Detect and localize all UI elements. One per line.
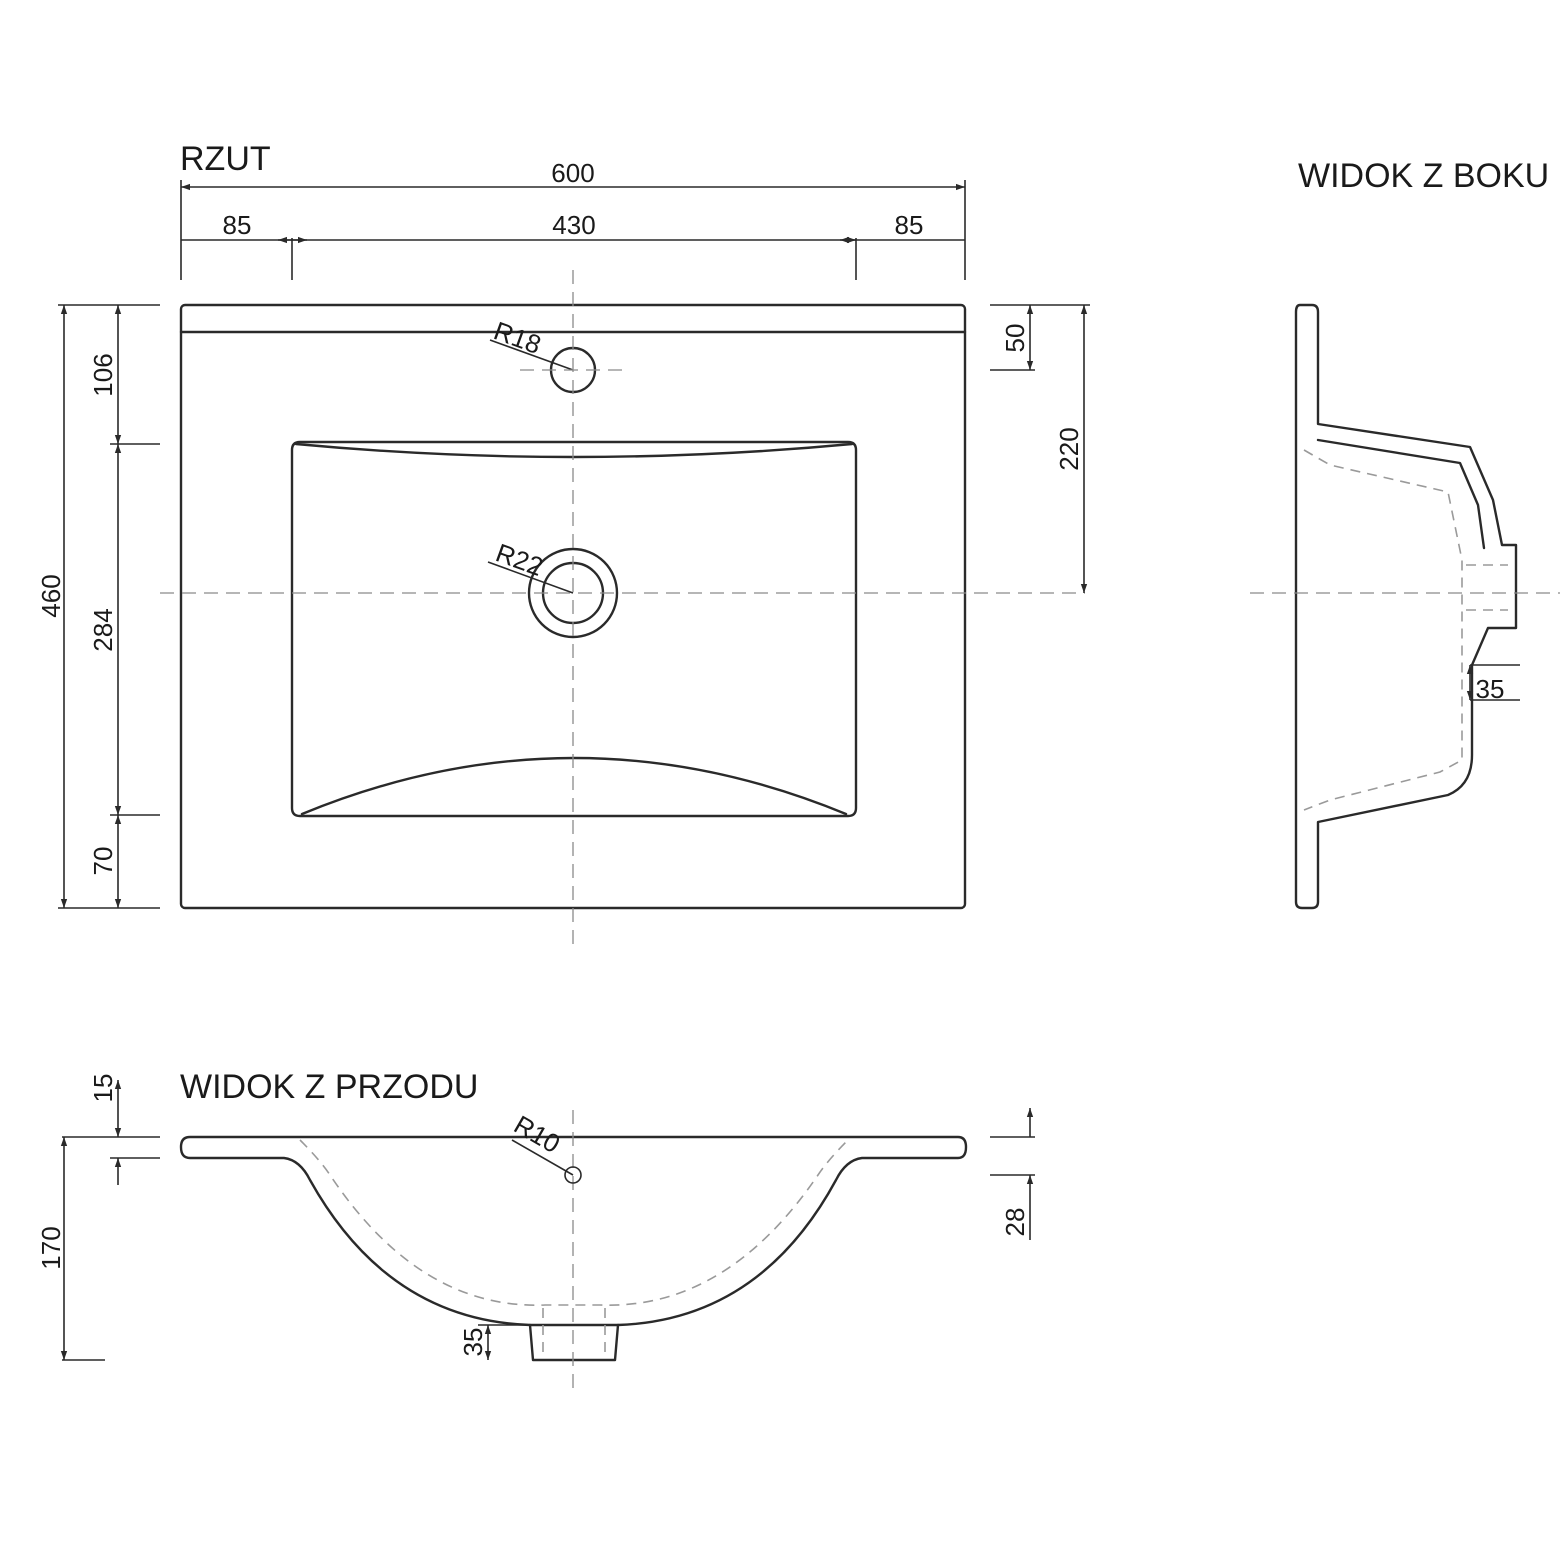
- front-corner-radius-label: R10: [509, 1109, 565, 1159]
- side-inner-line: [1316, 438, 1486, 550]
- dim-width-basin: 430: [552, 210, 595, 240]
- side-outline: [1294, 303, 1518, 910]
- front-dim-drain-outlet: 35: [458, 1328, 488, 1357]
- front-hidden-bowl: [299, 1139, 849, 1306]
- dim-drain-offset: 220: [1054, 427, 1084, 470]
- plan-view-title: RZUT: [180, 140, 271, 178]
- dim-width-total: 600: [551, 158, 594, 188]
- dim-depth-total: 460: [36, 574, 66, 617]
- dim-depth-back: 106: [88, 353, 118, 396]
- drain-radius-label: R22: [492, 537, 547, 582]
- side-view: 35: [1250, 303, 1560, 910]
- side-hidden-bowl: [1303, 449, 1463, 811]
- dim-width-left: 85: [223, 210, 252, 240]
- plan-basin-outline: [290, 440, 858, 818]
- side-dim-drain-outlet: 35: [1476, 674, 1505, 704]
- dim-width-right: 85: [895, 210, 924, 240]
- dim-depth-basin: 284: [88, 608, 118, 651]
- dim-depth-front: 70: [88, 847, 118, 876]
- drain-outer: [527, 547, 619, 639]
- plan-view: R18 R22 600 85 430 85 460 106 284: [36, 158, 1090, 950]
- plan-basin-back-curve: [294, 442, 854, 459]
- front-dim-total-height: 170: [36, 1226, 66, 1269]
- front-dim-rim-depth: 28: [1000, 1208, 1030, 1237]
- front-slab: [179, 1135, 968, 1362]
- front-view: R10 15 170 35 28: [36, 1074, 1035, 1395]
- front-dim-slab-thickness: 15: [88, 1074, 118, 1103]
- tap-hole-radius-label: R18: [490, 315, 545, 360]
- side-view-title: WIDOK Z BOKU: [1298, 157, 1549, 195]
- dim-back-ledge: 50: [1000, 324, 1030, 353]
- plan-basin-front-curve: [300, 756, 848, 816]
- front-view-title: WIDOK Z PRZODU: [180, 1068, 478, 1106]
